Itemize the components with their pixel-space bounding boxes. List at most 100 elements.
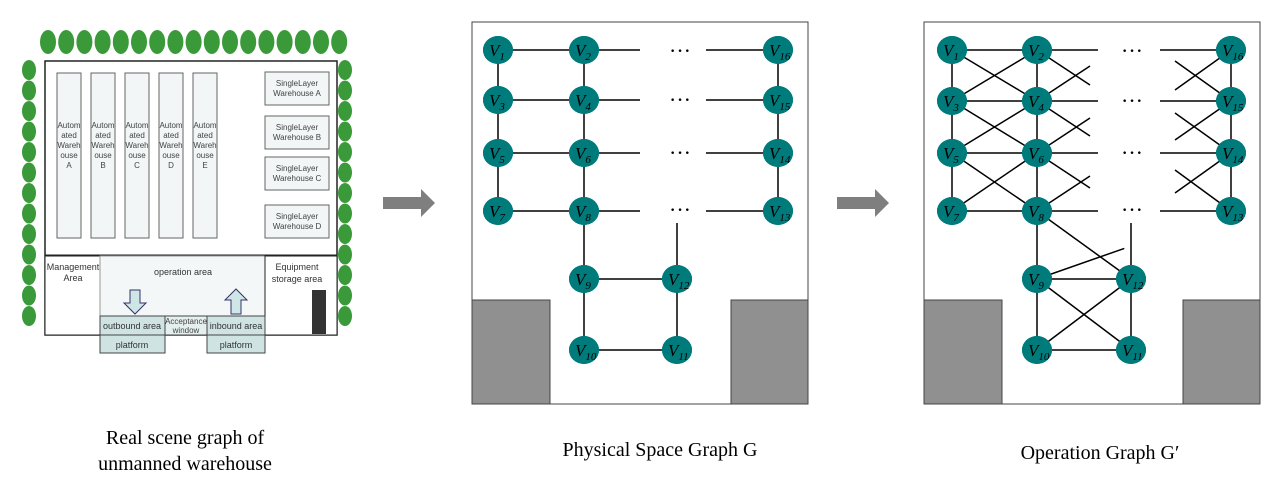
tree-icon [76,30,93,54]
operation-graph-node-v11-top [1116,336,1146,364]
tree-icon [276,30,293,54]
tree-icon [22,285,36,306]
operation-graph-ellipsis-4: ··· [1121,197,1143,222]
automated-warehouse-2-label-line-5: B [100,161,105,170]
operation-graph-edge-v9-v13 [1036,247,1125,280]
tree-icon [338,121,352,142]
caption-real-scene-line1: Real scene graph of [105,427,265,449]
operation-graph-node-v16-top [1216,36,1246,64]
tree-icon [22,265,36,285]
tree-icon [22,121,36,142]
operation-graph-node-v1-top [937,36,967,64]
operation-graph-node-v5-top [937,139,967,167]
inbound-area-label: inbound area [210,321,263,331]
operation-graph-edge-v2-v3 [951,49,1038,102]
automated-warehouse-2-label-line-1: Autom [91,121,114,130]
physical-graph-ellipsis-4: ··· [669,197,691,222]
physical-graph-obstacle-2 [730,299,809,405]
tree-icon [338,60,352,80]
operation-graph-ellipsis-3: ··· [1121,140,1143,165]
operation-area-label: operation area [154,267,212,277]
automated-warehouse-2-label-line-2: ated [95,131,111,140]
operation-graph-node-v14-top [1216,139,1246,167]
tree-icon [22,306,36,326]
flow-arrow-1-icon [383,189,435,217]
tree-icon [94,30,111,54]
automated-warehouse-2-label-line-4: ouse [94,151,112,160]
operation-graph-ellipsis-1: ··· [1121,38,1143,63]
physical-graph-node-v16-top [763,36,793,64]
operation-graph-node-v6-top [1022,139,1052,167]
single-layer-warehouse-1-label-line-1: SingleLayer [276,79,319,88]
operation-graph-node-v15-top [1216,87,1246,115]
tree-icon [338,265,352,285]
outbound-arrow-icon [122,289,148,315]
tree-icon [185,30,202,54]
automated-warehouse-4-label-line-2: ated [163,131,179,140]
automated-warehouse-5-label-line-5: E [202,161,207,170]
operation-graph-node-v8-top [1022,197,1052,225]
equipment-area-label-line-2: storage area [272,274,323,284]
tree-icon [338,80,352,101]
automated-warehouse-1-label-line-3: Wareh [57,141,80,150]
physical-graph-node-v5-top [483,139,513,167]
operation-graph-node-v3-top [937,87,967,115]
acceptance-window-label-line-2: window [172,326,200,335]
tree-icon [258,30,275,54]
automated-warehouse-3-label-line-2: ated [129,131,145,140]
physical-graph-node-v15-top [763,86,793,114]
tree-icon [22,142,36,162]
automated-warehouse-4-label-line-4: ouse [162,151,180,160]
tree-icon [22,203,36,224]
operation-graph-node-v13-top [1216,197,1246,225]
management-area-label-line-1: Management [47,262,100,272]
operation-graph-edge-v12-v10 [1036,278,1132,351]
operation-graph-node-v4-top [1022,87,1052,115]
single-layer-warehouse-4-label-line-2: Warehouse D [273,222,322,231]
management-area-label-line-2: Area [63,273,82,283]
tree-icon [222,30,238,54]
operation-graph-edge-v4-v5 [951,100,1038,154]
platform-right-label: platform [220,340,253,350]
tree-icon [131,30,147,54]
automated-warehouse-4 [158,72,184,239]
platform-left [99,334,166,354]
equipment-area-label-line-1: Equipment [275,262,319,272]
operation-graph-node-v10-top [1022,336,1052,364]
single-layer-warehouse-4 [264,204,330,239]
physical-graph-node-v13-top [763,197,793,225]
automated-warehouse-3-label-line-4: ouse [128,151,146,160]
acceptance-window-label-line-1: Acceptance [165,317,207,326]
equipment-rack [312,290,326,334]
automated-warehouse-2-label-line-3: Wareh [91,141,114,150]
platform-right [206,334,266,354]
single-layer-warehouse-3-label-line-1: SingleLayer [276,164,319,173]
automated-warehouse-3 [124,72,150,239]
physical-graph-node-v9-top [569,265,599,293]
automated-warehouse-1-label-line-4: ouse [60,151,78,160]
operation-graph-edge-v6-v7 [951,152,1038,212]
caption-real-scene-line2: unmanned warehouse [98,453,272,475]
operation-graph-node-v2-top [1022,36,1052,64]
tree-icon [240,30,257,54]
operation-graph-node-v7-top [937,197,967,225]
tree-icon [338,101,352,121]
automated-warehouse-3-label-line-5: C [134,161,140,170]
operation-graph-obstacle-2 [1182,299,1261,405]
physical-graph-node-v14-top [763,139,793,167]
tree-icon [203,30,220,54]
tree-icon [22,101,36,121]
operation-graph-ellipsis-2: ··· [1121,88,1143,113]
physical-graph-node-v7-top [483,197,513,225]
automated-warehouse-1 [56,72,82,239]
outbound-area-label: outbound area [103,321,161,331]
automated-warehouse-5-label-line-3: Wareh [193,141,216,150]
physical-graph-node-v10-top [569,336,599,364]
tree-icon [58,30,75,54]
tree-icon [294,30,311,54]
tree-icon [22,183,36,203]
automated-warehouse-1-label-line-5: A [66,161,72,170]
tree-icon [338,224,352,244]
physical-graph-node-v2-top [569,36,599,64]
